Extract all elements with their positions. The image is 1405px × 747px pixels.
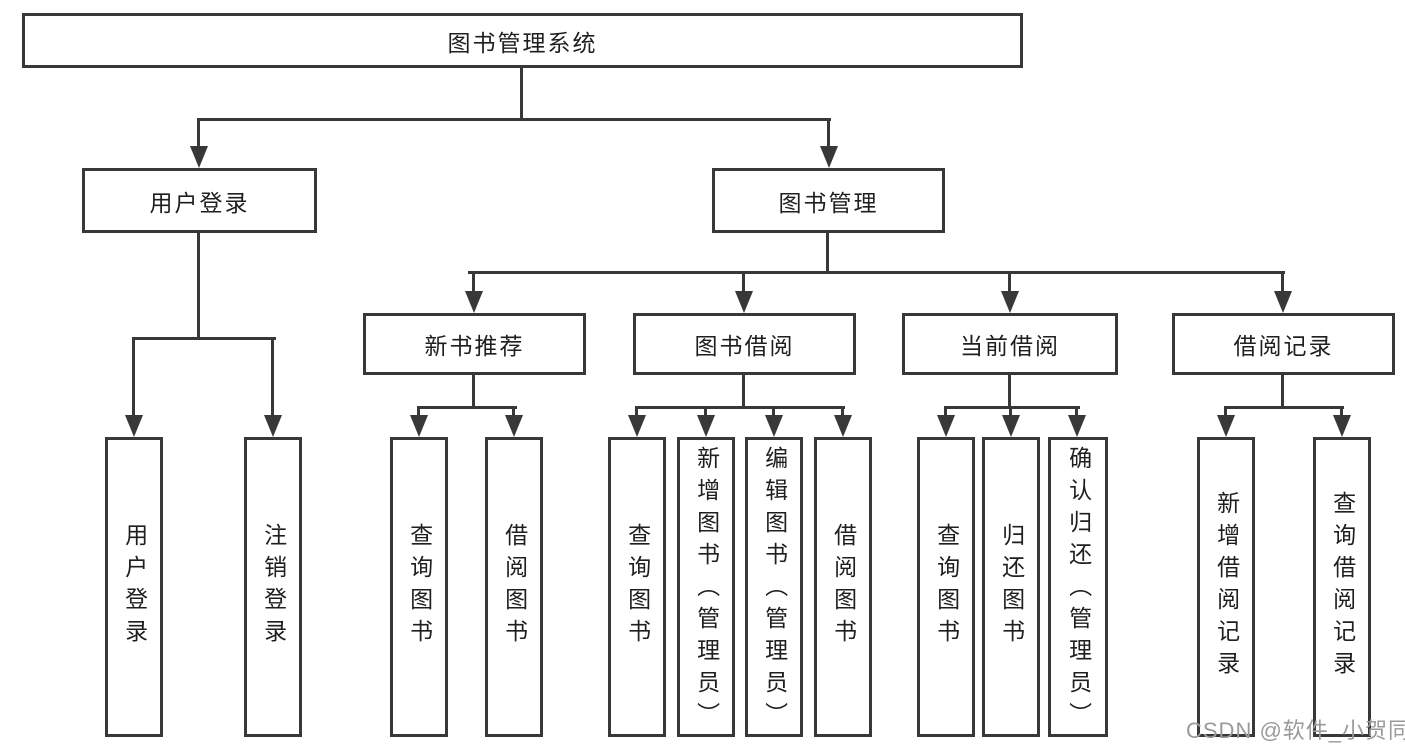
arrow-leaf-rec-borrow xyxy=(505,415,523,437)
node-leaf-cb-confirm-return-label: 确认归还（管理员） xyxy=(1065,446,1092,734)
arrow-current-borrow xyxy=(1001,291,1019,313)
arrow-leaf-cb-return xyxy=(1002,415,1020,437)
node-leaf-user-login: 用户登录 xyxy=(105,437,163,737)
connector-leaf-user-login-stub xyxy=(132,337,135,419)
connector-user-group-rail xyxy=(132,337,276,340)
node-user-login-label: 用户登录 xyxy=(149,189,250,216)
arrow-leaf-bb-edit xyxy=(765,415,783,437)
node-new-book-rec-label: 新书推荐 xyxy=(424,333,525,359)
node-leaf-logout-label: 注销登录 xyxy=(260,523,287,651)
arrow-leaf-bb-add xyxy=(697,415,715,437)
node-leaf-bb-add-book: 新增图书（管理员） xyxy=(677,437,735,737)
node-leaf-bb-borrow-book-label: 借阅图书 xyxy=(830,523,857,651)
connector-book-borrow-stem xyxy=(742,375,745,409)
connector-current-borrow-stub xyxy=(1008,271,1011,295)
node-leaf-bb-query-book-label: 查询图书 xyxy=(624,523,651,651)
arrow-leaf-br-add xyxy=(1217,415,1235,437)
arrow-leaf-user-login xyxy=(125,415,143,437)
node-leaf-bb-add-book-label: 新增图书（管理员） xyxy=(693,446,720,734)
node-current-borrow-label: 当前借阅 xyxy=(960,333,1060,359)
connector-level2-rail xyxy=(197,118,831,121)
connector-level3-rail xyxy=(468,271,1285,274)
node-leaf-cb-confirm-return: 确认归还（管理员） xyxy=(1048,437,1108,737)
connector-leaf-bb-borrow-stub xyxy=(841,406,844,422)
connector-new-book-rec-stem xyxy=(472,375,475,409)
connector-leaf-cb-query-stub xyxy=(944,406,947,422)
node-leaf-rec-borrow-book: 借阅图书 xyxy=(485,437,543,737)
node-leaf-rec-borrow-book-label: 借阅图书 xyxy=(501,523,528,651)
node-borrow-records-label: 借阅记录 xyxy=(1233,333,1334,359)
connector-leaf-bb-add-stub xyxy=(704,406,707,422)
node-leaf-br-query-record-label: 查询借阅记录 xyxy=(1329,491,1356,683)
connector-bb-group-rail xyxy=(635,406,845,409)
connector-leaf-br-query-stub xyxy=(1340,406,1343,422)
arrow-leaf-rec-query xyxy=(410,415,428,437)
connector-rec-group-rail xyxy=(417,406,517,409)
connector-book-mgmt-stem xyxy=(826,233,829,274)
connector-leaf-br-add-stub xyxy=(1224,406,1227,422)
node-leaf-rec-query-book: 查询图书 xyxy=(390,437,448,737)
connector-leaf-cb-return-stub xyxy=(1009,406,1012,422)
connector-br-group-rail xyxy=(1224,406,1344,409)
connector-current-borrow-stem xyxy=(1008,375,1011,409)
node-leaf-cb-return-book: 归还图书 xyxy=(982,437,1040,737)
connector-new-book-rec-stub xyxy=(472,271,475,295)
arrow-borrow-records xyxy=(1274,291,1292,313)
node-leaf-cb-query-book: 查询图书 xyxy=(917,437,975,737)
connector-leaf-cb-confirm-stub xyxy=(1075,406,1078,422)
arrow-book-borrow xyxy=(735,291,753,313)
node-leaf-cb-return-book-label: 归还图书 xyxy=(998,523,1025,651)
connector-user-login-stub xyxy=(197,118,200,150)
node-leaf-bb-query-book: 查询图书 xyxy=(608,437,666,737)
node-leaf-bb-borrow-book: 借阅图书 xyxy=(814,437,872,737)
arrow-leaf-cb-confirm xyxy=(1068,415,1086,437)
connector-leaf-bb-query-stub xyxy=(635,406,638,422)
node-leaf-bb-edit-book-label: 编辑图书（管理员） xyxy=(761,446,788,734)
node-leaf-br-add-record-label: 新增借阅记录 xyxy=(1213,491,1240,683)
connector-leaf-rec-borrow-stub xyxy=(512,406,515,422)
node-user-login: 用户登录 xyxy=(82,168,317,233)
node-book-mgmt: 图书管理 xyxy=(712,168,945,233)
node-library-system-label: 图书管理系统 xyxy=(447,29,598,56)
connector-root-stem xyxy=(520,68,523,118)
node-leaf-logout: 注销登录 xyxy=(244,437,302,737)
node-leaf-bb-edit-book: 编辑图书（管理员） xyxy=(745,437,803,737)
node-book-borrow: 图书借阅 xyxy=(633,313,856,375)
arrow-book-mgmt xyxy=(820,146,838,168)
connector-book-borrow-stub xyxy=(742,271,745,295)
arrow-leaf-logout xyxy=(264,415,282,437)
connector-leaf-bb-edit-stub xyxy=(772,406,775,422)
arrow-leaf-bb-query xyxy=(628,415,646,437)
csdn-watermark: CSDN @软件_小贺同学 xyxy=(1186,718,1405,743)
arrow-leaf-cb-query xyxy=(937,415,955,437)
node-borrow-records: 借阅记录 xyxy=(1172,313,1395,375)
connector-borrow-records-stem xyxy=(1281,375,1284,409)
node-leaf-rec-query-book-label: 查询图书 xyxy=(406,523,433,651)
node-current-borrow: 当前借阅 xyxy=(902,313,1118,375)
node-leaf-br-add-record: 新增借阅记录 xyxy=(1197,437,1255,737)
node-library-system: 图书管理系统 xyxy=(22,13,1023,68)
connector-book-mgmt-stub xyxy=(827,118,830,150)
arrow-new-book-rec xyxy=(465,291,483,313)
arrow-user-login xyxy=(190,146,208,168)
connector-borrow-records-stub xyxy=(1281,271,1284,295)
connector-leaf-logout-stub xyxy=(271,337,274,419)
node-book-mgmt-label: 图书管理 xyxy=(778,189,879,216)
node-leaf-br-query-record: 查询借阅记录 xyxy=(1313,437,1371,737)
connector-user-login-stem xyxy=(197,233,200,340)
arrow-leaf-bb-borrow xyxy=(834,415,852,437)
arrow-leaf-br-query xyxy=(1333,415,1351,437)
connector-cb-group-rail xyxy=(944,406,1080,409)
node-new-book-rec: 新书推荐 xyxy=(363,313,586,375)
node-leaf-cb-query-book-label: 查询图书 xyxy=(933,523,960,651)
connector-leaf-rec-query-stub xyxy=(417,406,420,422)
node-leaf-user-login-label: 用户登录 xyxy=(121,523,148,651)
node-book-borrow-label: 图书借阅 xyxy=(694,333,795,359)
